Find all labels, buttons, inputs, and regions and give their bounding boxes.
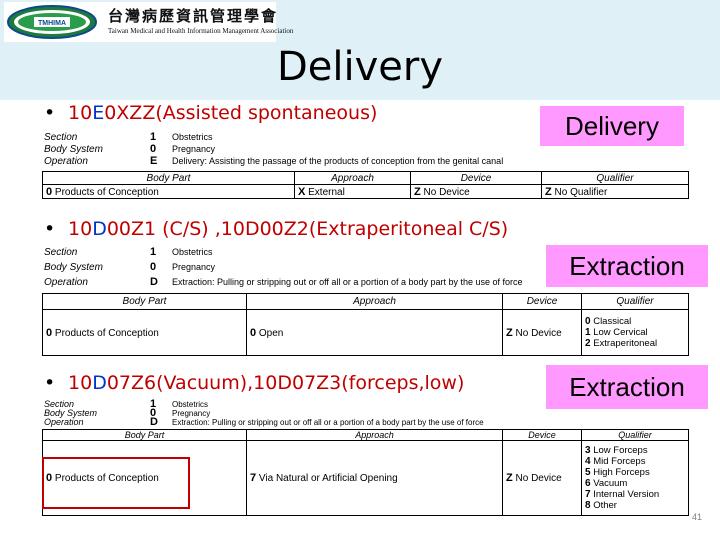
slide-title: Delivery — [276, 44, 444, 90]
qualifier-item: 1 Low Cervical — [585, 327, 648, 338]
qualifier-item: 3 Low Forceps — [585, 445, 648, 456]
table-cell-qualifier: Z No Qualifier — [541, 184, 689, 199]
column-header: Body Part — [42, 429, 247, 441]
code-operation-char: D — [92, 218, 107, 240]
column-header: Qualifier — [541, 171, 689, 185]
table-cell-body-part: 0 Products of Conception — [42, 309, 247, 356]
column-header: Device — [502, 293, 582, 310]
bullet-code-2: • 10D00Z1 (C/S) ,10D00Z2(Extraperitoneal … — [44, 217, 508, 241]
column-header: Body Part — [42, 293, 247, 310]
page-number: 41 — [692, 512, 703, 522]
column-header: Device — [502, 429, 582, 441]
pcs-grid: Body Part Approach Device Qualifier 0 Pr… — [42, 171, 689, 199]
pcs-grid: Body Part Approach Device Qualifier 0 Pr… — [42, 293, 689, 356]
operation-tag-extraction: Extraction — [546, 245, 708, 287]
operation-tag-extraction: Extraction — [546, 365, 708, 409]
bullet-code-1: • 10E0XZZ(Assisted spontaneous) — [44, 101, 377, 125]
column-header: Approach — [294, 171, 411, 185]
table-cell-device: Z No Device — [502, 309, 582, 356]
table-cell-device: Z No Device — [410, 184, 542, 199]
table-cell-qualifier: 3 Low Forceps 4 Mid Forceps 5 High Force… — [581, 440, 689, 516]
table-cell-approach: X External — [294, 184, 411, 199]
pcs-grid: Body Part Approach Device Qualifier 0 Pr… — [42, 429, 689, 516]
column-header: Approach — [246, 293, 503, 310]
column-header: Device — [410, 171, 542, 185]
column-header: Approach — [246, 429, 503, 441]
code-prefix: 10 — [68, 372, 93, 394]
code-rest: 07Z6(Vacuum),10D07Z3(forceps,low) — [106, 372, 465, 394]
table-cell-body-part: 0 Products of Conception — [42, 184, 295, 199]
code-operation-char: E — [92, 102, 105, 124]
org-name-english: Taiwan Medical and Health Information Ma… — [108, 27, 294, 35]
column-header: Qualifier — [581, 429, 689, 441]
bullet-code-3: • 10D07Z6(Vacuum),10D07Z3(forceps,low) — [44, 371, 464, 395]
table-cell-device: Z No Device — [502, 440, 582, 516]
code-operation-char: D — [92, 372, 107, 394]
qualifier-item: 6 Vacuum — [585, 478, 628, 489]
bullet-dot: • — [44, 218, 56, 240]
code-rest: 00Z1 (C/S) ,10D00Z2(Extraperitoneal C/S) — [106, 218, 509, 240]
qualifier-item: 5 High Forceps — [585, 467, 650, 478]
qualifier-item: 2 Extraperitoneal — [585, 338, 658, 349]
table-cell-approach: 0 Open — [246, 309, 503, 356]
code-rest: 0XZZ(Assisted spontaneous) — [104, 102, 378, 124]
qualifier-item: 0 Classical — [585, 316, 632, 327]
logo-emblem-icon: TMHIMA — [7, 5, 97, 39]
highlight-box-body-part — [42, 457, 190, 509]
org-name-chinese: 台灣病歷資訊管理學會 — [108, 7, 279, 25]
logo: TMHIMA 台灣病歷資訊管理學會 Taiwan Medical and Hea… — [4, 2, 293, 42]
table-cell-qualifier: 0 Classical 1 Low Cervical 2 Extraperito… — [581, 309, 689, 356]
qualifier-item: 4 Mid Forceps — [585, 456, 646, 467]
operation-tag-delivery: Delivery — [540, 106, 684, 146]
table-cell-approach: 7 Via Natural or Artificial Opening — [246, 440, 503, 516]
qualifier-item: 8 Other — [585, 500, 617, 511]
logo-emblem-text: TMHIMA — [38, 20, 66, 27]
bullet-dot: • — [44, 372, 56, 394]
column-header: Body Part — [42, 171, 295, 185]
table-cell-body-part: 0 Products of Conception — [42, 440, 247, 516]
qualifier-item: 7 Internal Version — [585, 489, 660, 500]
bullet-dot: • — [44, 102, 56, 124]
column-header: Qualifier — [581, 293, 689, 310]
code-prefix: 10 — [68, 102, 93, 124]
code-prefix: 10 — [68, 218, 93, 240]
